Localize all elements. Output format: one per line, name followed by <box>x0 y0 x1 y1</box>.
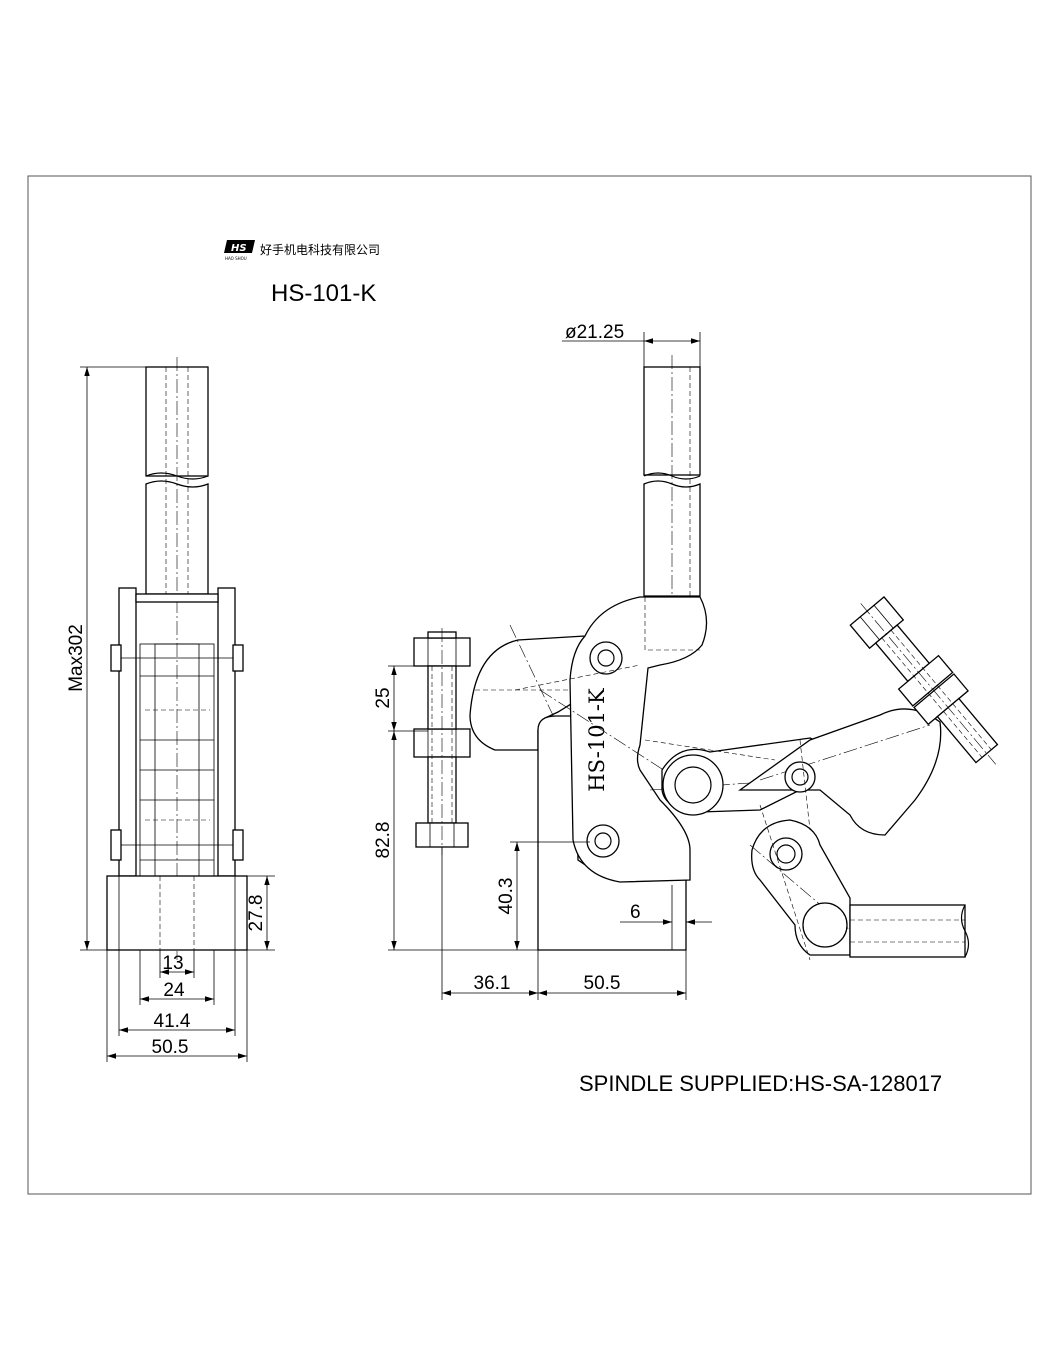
spindle-note: SPINDLE SUPPLIED:HS-SA-128017 <box>579 1071 942 1096</box>
dim-40-3: 40.3 <box>496 878 517 915</box>
dim-50-5-side: 50.5 <box>152 1037 189 1058</box>
dim-27-8: 27.8 <box>246 895 267 932</box>
dim-24: 24 <box>163 980 185 1001</box>
part-marking: HS-101-K <box>585 688 609 792</box>
pivot-holes <box>586 641 848 948</box>
dim-36-1: 36.1 <box>474 973 511 994</box>
spindle-angled <box>849 595 999 765</box>
side-view-dimensions: Max302 27.8 13 24 41.4 50.5 <box>66 366 275 1062</box>
logo-subtext: HAO SHOU <box>225 256 247 261</box>
logo-text: HS <box>231 243 247 254</box>
dim-50-5-base: 50.5 <box>584 973 621 994</box>
spindle-vertical <box>413 628 471 855</box>
main-view-dimensions: ø21.25 25 82.8 40.3 6 36.1 50.5 <box>373 322 712 1000</box>
dim-13: 13 <box>162 953 183 974</box>
dim-6: 6 <box>630 902 641 923</box>
dim-41-4: 41.4 <box>154 1011 191 1032</box>
model-title: HS-101-K <box>271 280 376 307</box>
side-view <box>106 357 248 960</box>
dim-max302: Max302 <box>66 624 87 692</box>
main-view: HS-101-K <box>413 355 999 961</box>
company-logo: HS HAO SHOU <box>224 240 255 261</box>
company-name: 好手机电科技有限公司 <box>260 243 380 257</box>
dim-handle-diameter: ø21.25 <box>565 322 624 343</box>
dim-82-8: 82.8 <box>373 822 394 859</box>
drawing-frame <box>27 175 1032 1195</box>
dim-25: 25 <box>373 687 394 708</box>
